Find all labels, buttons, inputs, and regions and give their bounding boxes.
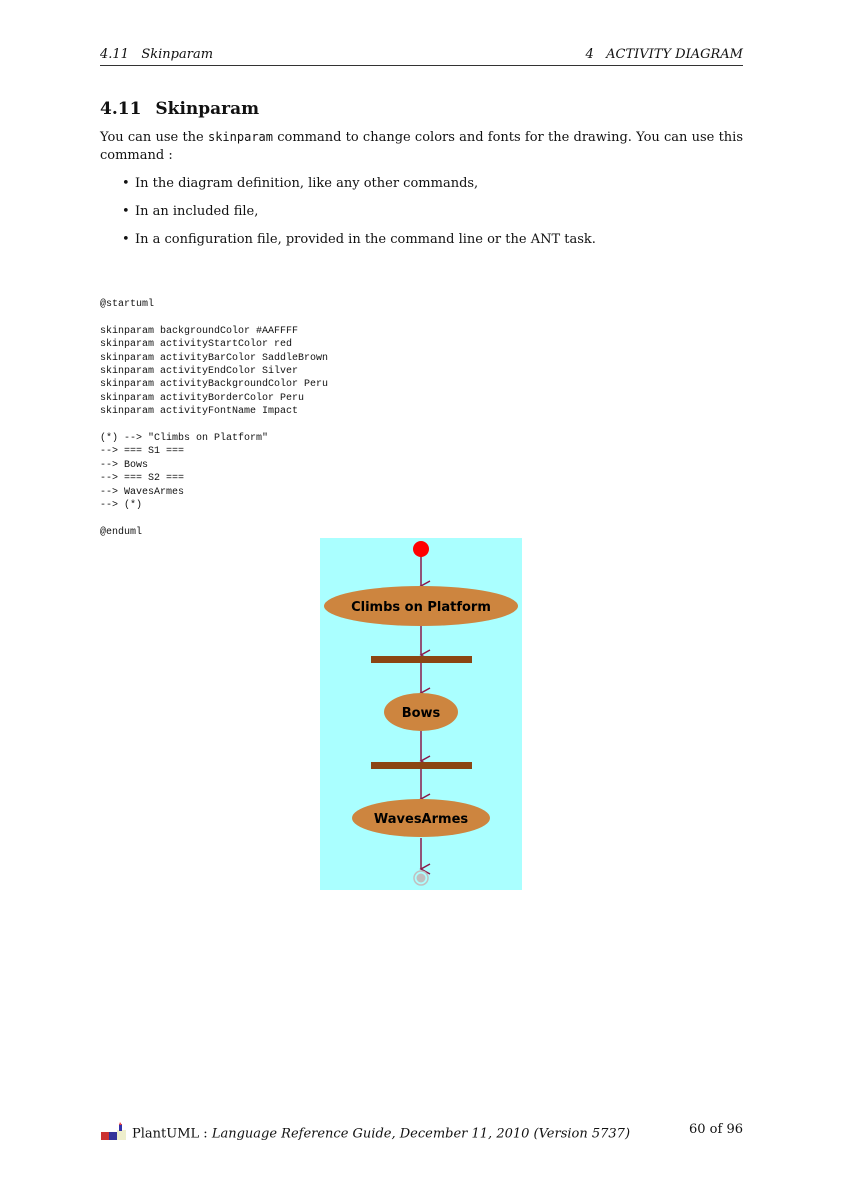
inline-code: skinparam	[207, 130, 273, 144]
page-footer: PlantUML : Language Reference Guide, Dec…	[100, 1122, 743, 1146]
list-item: In an included file,	[100, 204, 596, 232]
intro-paragraph: You can use the skinparam command to cha…	[100, 128, 743, 165]
activity-diagram: Climbs on Platform Bows WavesArmes	[320, 538, 522, 890]
plantuml-logo-icon	[100, 1122, 128, 1146]
intro-text-end: command to change colors and fonts for t…	[100, 130, 743, 163]
intro-text: You can use the	[100, 130, 208, 145]
section-number: 4.11	[100, 99, 142, 119]
activity-label: Climbs on Platform	[351, 600, 491, 615]
section-title: Skinparam	[155, 99, 260, 119]
sync-bar-s1	[371, 656, 472, 663]
list-item: In a configuration file, provided in the…	[100, 232, 596, 260]
footer-separator: :	[199, 1126, 212, 1142]
start-node	[413, 541, 429, 557]
end-node	[413, 870, 429, 886]
sync-bar-s2	[371, 762, 472, 769]
section-heading: 4.11 Skinparam	[100, 99, 273, 119]
header-chapter: 4 ACTIVITY DIAGRAM	[585, 47, 743, 62]
bullet-list: In the diagram definition, like any othe…	[100, 176, 596, 260]
activity-bows	[384, 693, 458, 731]
activity-label: Bows	[402, 706, 441, 721]
activity-climbs	[324, 586, 518, 626]
page-number: 60 of 96	[689, 1122, 743, 1137]
list-item: In the diagram definition, like any othe…	[100, 176, 596, 204]
code-block: @startuml skinparam backgroundColor #AAF…	[100, 299, 329, 538]
footer-title: Language Reference Guide, December 11, 2…	[211, 1126, 631, 1142]
footer-brand: PlantUML	[132, 1126, 200, 1142]
header-section: 4.11 Skinparam	[100, 47, 214, 62]
activity-label: WavesArmes	[374, 812, 469, 827]
end-node-inner	[416, 873, 426, 883]
page-header: 4.11 Skinparam 4 ACTIVITY DIAGRAM	[100, 47, 743, 66]
activity-wavesarmes	[352, 799, 490, 837]
